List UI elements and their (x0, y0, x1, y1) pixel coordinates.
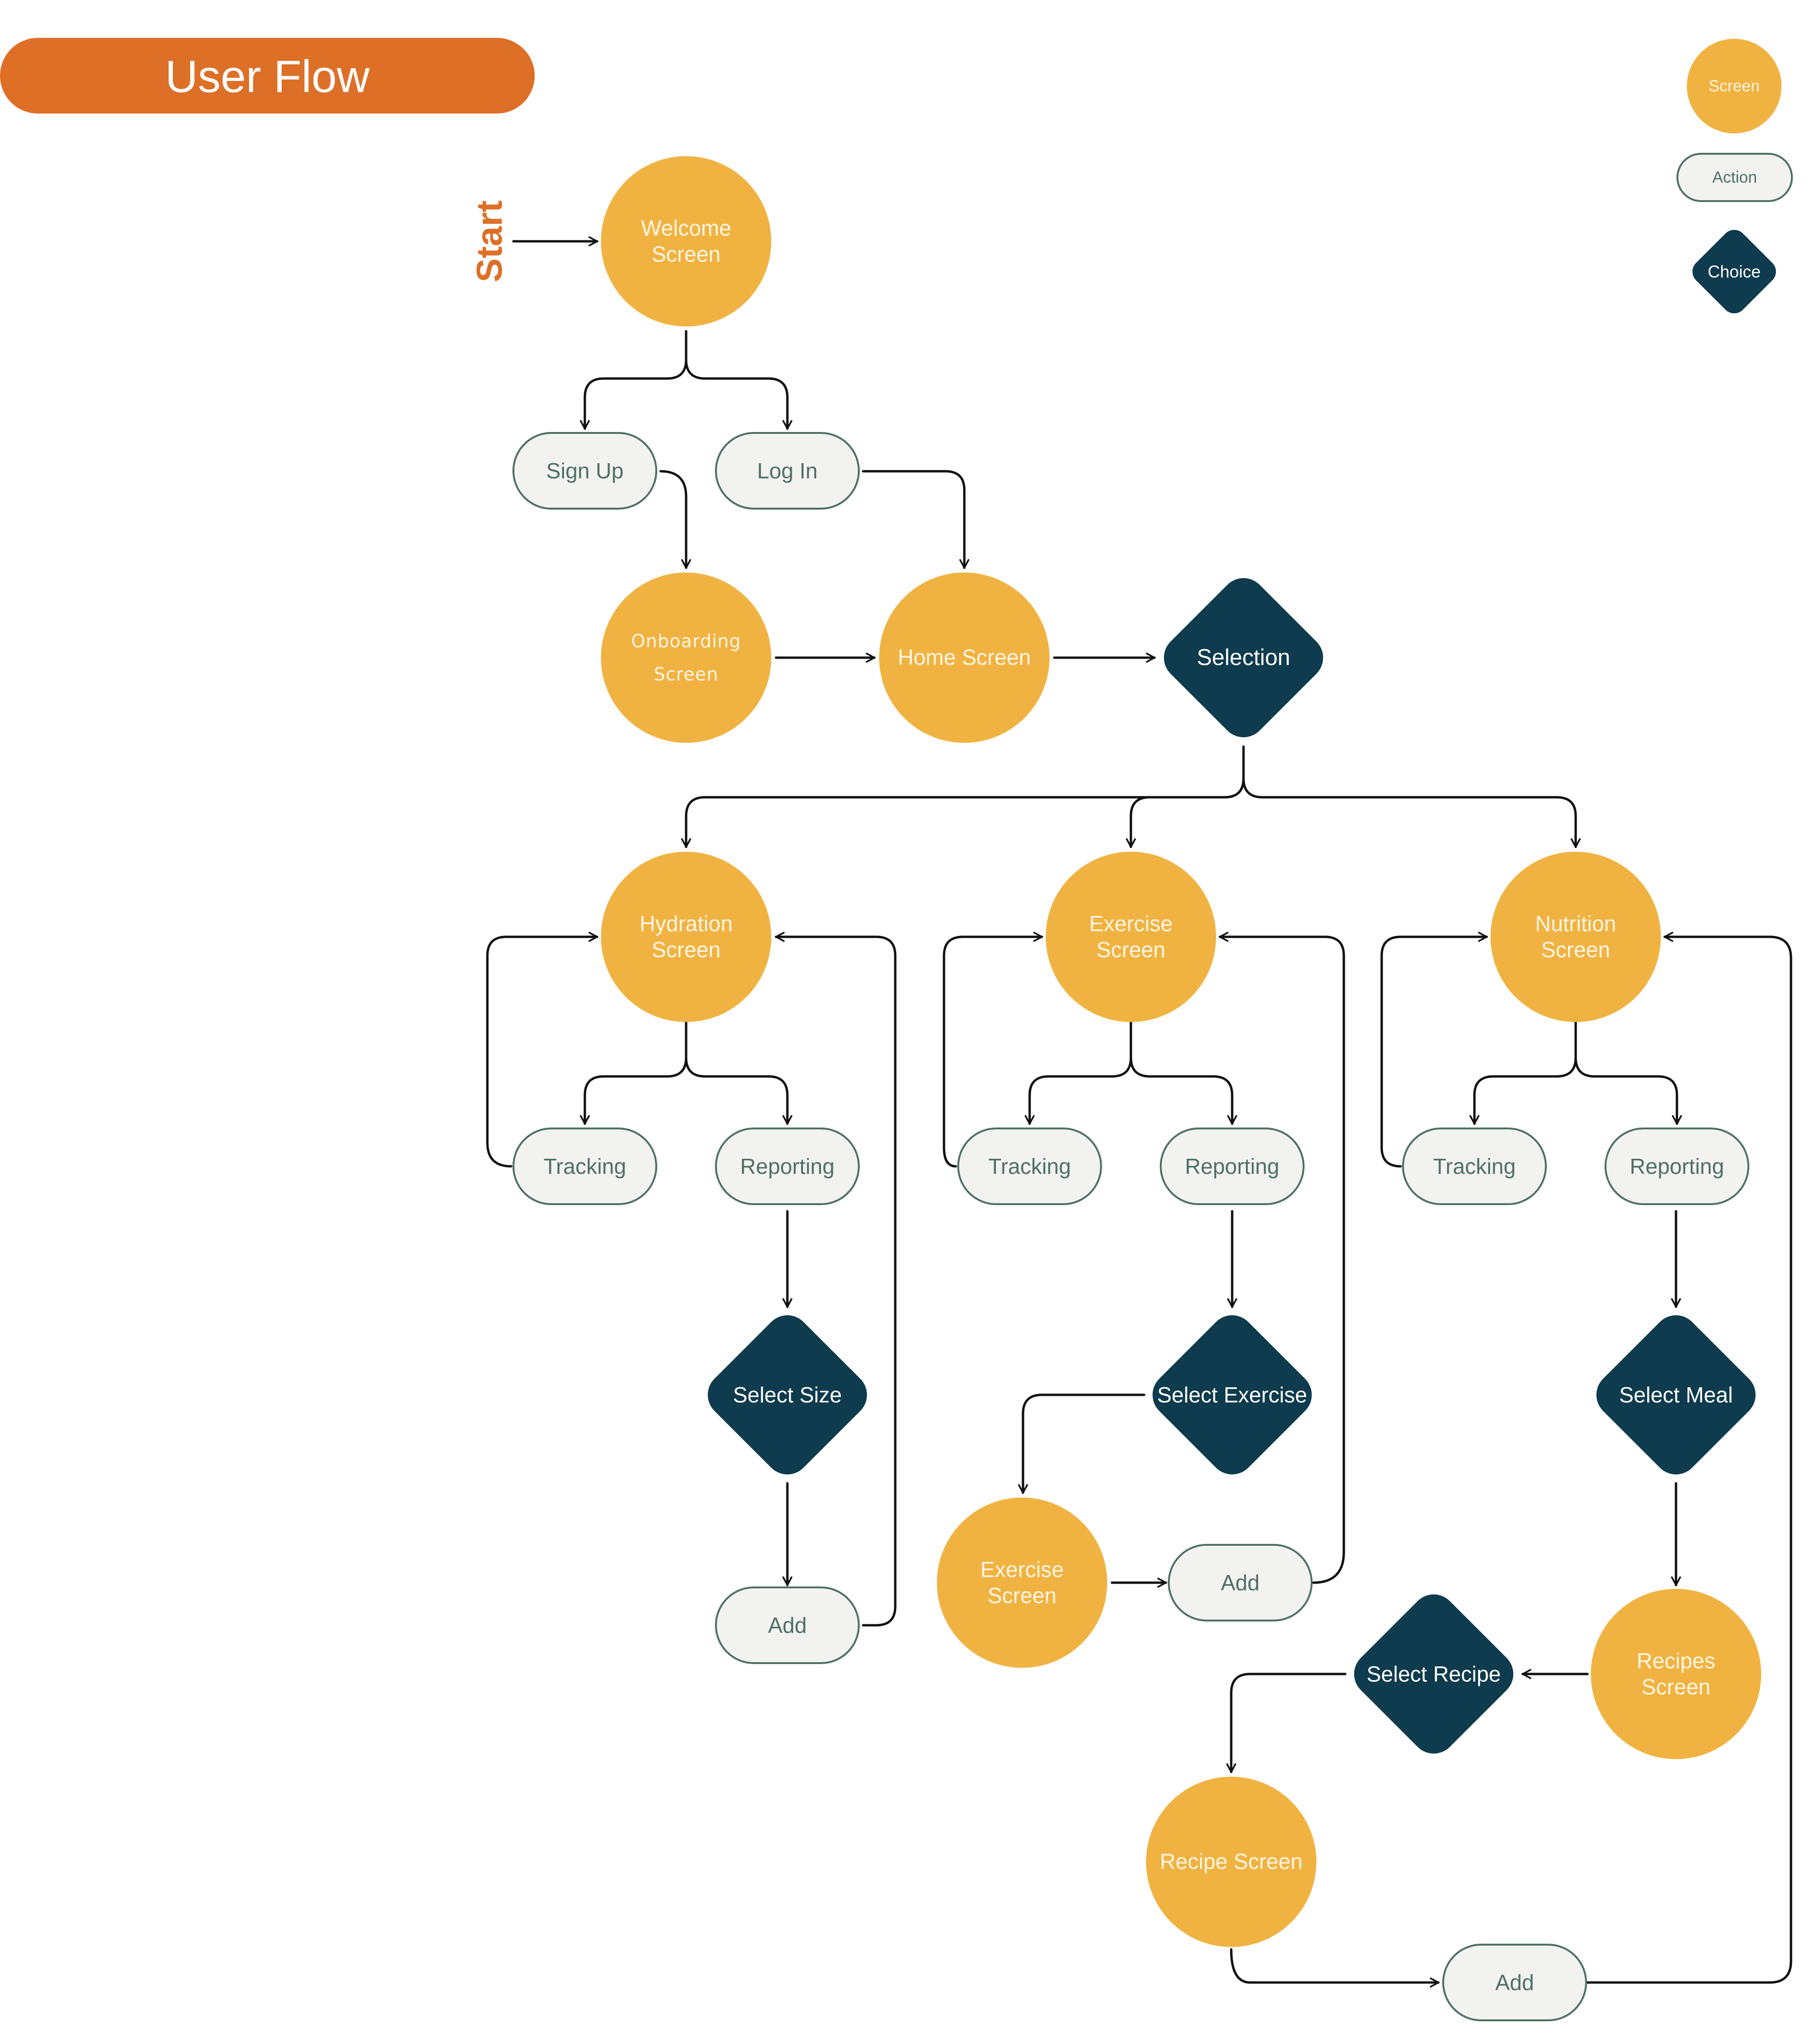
exercise-add-label: Add (1221, 1570, 1260, 1595)
action-node-nutrition-add[interactable]: Add (1442, 1944, 1587, 2021)
connector-add-hydration-loop (775, 932, 897, 1627)
connector-welcome-signup (580, 330, 688, 430)
screen-node-recipe[interactable]: Recipe Screen (1146, 1777, 1316, 1947)
action-node-nutrition-tracking[interactable]: Tracking (1402, 1128, 1547, 1205)
connector-tracking-hydration-loop (486, 932, 599, 1168)
connector-selection-exercise (1126, 777, 1245, 848)
legend-action: Action (1676, 153, 1793, 202)
hydration-screen-label: Hydration Screen (639, 911, 733, 962)
selection-label: Selection (1197, 645, 1290, 670)
legend-screen-label: Screen (1709, 77, 1760, 95)
connector-signup-onboarding (659, 470, 691, 569)
screen-node-recipes[interactable]: Recipes Screen (1591, 1589, 1761, 1759)
connector-selection-nutrition (1242, 777, 1581, 848)
screen-node-home[interactable]: Home Screen (879, 573, 1050, 743)
connector-login-home (862, 470, 970, 569)
connector-exercise-reporting (1129, 1056, 1237, 1125)
screen-node-nutrition[interactable]: Nutrition Screen (1491, 852, 1661, 1022)
hydration-add-label: Add (768, 1613, 807, 1638)
legend: Screen Action Choice (1676, 39, 1793, 314)
connector-nutrition-tracking (1469, 1021, 1577, 1125)
legend-screen: Screen (1687, 39, 1782, 133)
action-node-hydration-tracking[interactable]: Tracking (512, 1128, 657, 1205)
title-pill: User Flow (0, 38, 535, 114)
action-node-sign-up[interactable]: Sign Up (512, 432, 657, 510)
recipes-screen-label: Recipes Screen (1636, 1648, 1716, 1699)
sign-up-label: Sign Up (546, 458, 624, 483)
choice-node-select-size[interactable]: Select Size (698, 1306, 876, 1484)
connector-recipe-add (1230, 1948, 1440, 1988)
choice-node-select-meal[interactable]: Select Meal (1587, 1306, 1765, 1484)
log-in-label: Log In (757, 458, 818, 483)
legend-choice: Choice (1692, 229, 1776, 314)
nutrition-screen-label: Nutrition Screen (1535, 911, 1616, 962)
choice-node-select-recipe[interactable]: Select Recipe (1345, 1585, 1523, 1763)
connector-nadd-nutrition-loop (1586, 932, 1792, 1984)
action-node-log-in[interactable]: Log In (715, 432, 860, 510)
onboarding-screen-label: Onboarding Screen (631, 630, 741, 685)
legend-action-label: Action (1712, 168, 1757, 186)
action-node-exercise-reporting[interactable]: Reporting (1160, 1128, 1305, 1205)
select-size-label: Select Size (733, 1383, 842, 1407)
connector-ntracking-nutrition-loop (1380, 932, 1488, 1168)
connector-welcome-login (685, 358, 793, 430)
select-meal-label: Select Meal (1619, 1383, 1733, 1407)
exercise-screen-label: Exercise Screen (1089, 911, 1173, 962)
choice-node-select-exercise[interactable]: Select Exercise (1143, 1306, 1321, 1484)
exercise-detail-screen-label: Exercise Screen (980, 1557, 1064, 1608)
screen-node-exercise[interactable]: Exercise Screen (1046, 852, 1216, 1022)
screen-node-hydration[interactable]: Hydration Screen (601, 852, 771, 1022)
hydration-reporting-label: Reporting (740, 1154, 834, 1179)
exercise-tracking-label: Tracking (988, 1154, 1071, 1179)
connector-selectexercise-exercisedetail (1018, 1393, 1146, 1494)
action-node-nutrition-reporting[interactable]: Reporting (1605, 1128, 1749, 1205)
connector-nutrition-reporting (1574, 1056, 1682, 1125)
action-node-hydration-add[interactable]: Add (715, 1586, 860, 1664)
connector-hydration-reporting (685, 1056, 793, 1125)
select-recipe-label: Select Recipe (1367, 1662, 1501, 1686)
screen-node-welcome[interactable]: Welcome Screen (601, 156, 771, 326)
connector-selectrecipe-recipe (1226, 1673, 1347, 1773)
connector-hydration-tracking (580, 1021, 688, 1125)
nutrition-add-label: Add (1495, 1970, 1534, 1995)
legend-choice-label: Choice (1708, 262, 1761, 282)
hydration-tracking-label: Tracking (544, 1154, 626, 1179)
screen-node-onboarding[interactable]: Onboarding Screen (601, 573, 771, 743)
connector-etracking-exercise-loop (943, 932, 1043, 1168)
home-screen-label: Home Screen (898, 645, 1031, 670)
start-label: Start (470, 200, 510, 282)
connector-exercise-tracking (1024, 1021, 1132, 1125)
welcome-screen-label: Welcome Screen (641, 215, 732, 266)
select-exercise-label: Select Exercise (1157, 1383, 1307, 1407)
action-node-exercise-add[interactable]: Add (1168, 1544, 1313, 1621)
exercise-reporting-label: Reporting (1185, 1154, 1279, 1179)
nutrition-tracking-label: Tracking (1433, 1154, 1516, 1179)
connector-eadd-exercise-loop (1218, 932, 1345, 1584)
connectors (486, 236, 1792, 1988)
page-title: User Flow (165, 52, 370, 102)
screen-node-exercise-detail[interactable]: Exercise Screen (937, 1498, 1107, 1668)
choice-node-selection[interactable]: Selection (1155, 569, 1332, 747)
nutrition-reporting-label: Reporting (1630, 1154, 1724, 1179)
action-node-exercise-tracking[interactable]: Tracking (957, 1128, 1102, 1205)
action-node-hydration-reporting[interactable]: Reporting (715, 1128, 860, 1205)
recipe-screen-label: Recipe Screen (1160, 1849, 1303, 1874)
